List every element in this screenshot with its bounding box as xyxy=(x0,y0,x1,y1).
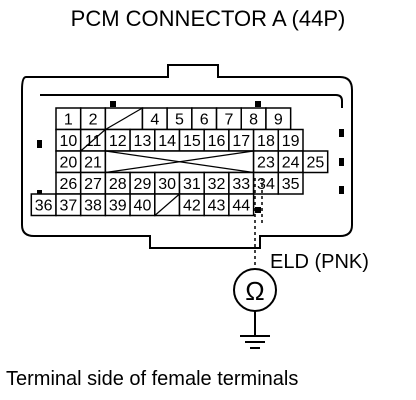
diagram-title: PCM CONNECTOR A (44P) xyxy=(70,6,346,31)
terminal-number: 19 xyxy=(282,133,300,150)
terminal-number: 23 xyxy=(257,155,275,172)
locating-stud xyxy=(255,101,261,107)
terminal-number: 29 xyxy=(134,176,152,193)
ohm-symbol: Ω xyxy=(245,276,264,306)
locating-stud xyxy=(339,129,344,137)
terminal-number: 13 xyxy=(134,133,152,150)
terminal-number: 1 xyxy=(64,112,73,129)
terminal-number: 5 xyxy=(175,112,184,129)
terminal-number: 34 xyxy=(257,176,275,193)
terminal-number: 27 xyxy=(84,176,102,193)
blank-slash xyxy=(105,107,143,131)
locating-stud xyxy=(339,158,344,166)
terminal-number: 35 xyxy=(282,176,300,193)
terminal-number: 12 xyxy=(109,133,127,150)
terminal-number: 44 xyxy=(232,198,250,215)
terminal-number: 39 xyxy=(109,198,127,215)
terminal-number: 32 xyxy=(208,176,226,193)
locating-stud xyxy=(339,186,344,194)
terminal-number: 28 xyxy=(109,176,127,193)
terminal-number: 20 xyxy=(59,155,77,172)
terminal-number: 17 xyxy=(232,133,250,150)
terminal-number: 25 xyxy=(306,155,324,172)
terminal-number: 36 xyxy=(35,198,53,215)
terminal-number: 37 xyxy=(59,198,77,215)
blank-slash xyxy=(80,129,106,152)
terminal-number: 42 xyxy=(183,198,201,215)
terminal-number: 11 xyxy=(85,133,102,150)
connector-inner-rim xyxy=(40,94,343,108)
terminal-number: 8 xyxy=(249,112,258,129)
terminal-number: 40 xyxy=(134,198,152,215)
terminal-cavity xyxy=(302,150,329,174)
terminal-number: 30 xyxy=(158,176,176,193)
terminal-number: 31 xyxy=(183,176,201,193)
terminal-number: 7 xyxy=(224,112,233,129)
blank-slash xyxy=(154,193,180,216)
terminal-number: 33 xyxy=(232,176,250,193)
terminal-number: 43 xyxy=(208,198,226,215)
terminal-number: 10 xyxy=(59,133,77,150)
probe-label: ELD (PNK) xyxy=(270,251,369,273)
locating-stud xyxy=(255,207,261,213)
terminal-number: 6 xyxy=(200,112,209,129)
terminal-number: 9 xyxy=(274,112,283,129)
terminal-number: 4 xyxy=(150,112,159,129)
diagram-caption: Terminal side of female terminals xyxy=(6,368,299,390)
terminal-number: 21 xyxy=(84,155,102,172)
terminal-cavity xyxy=(277,171,304,195)
locating-stud xyxy=(110,101,116,107)
terminal-number: 14 xyxy=(158,133,176,150)
terminal-number: 26 xyxy=(59,176,77,193)
terminal-number: 2 xyxy=(89,112,98,129)
locating-stud xyxy=(37,140,42,148)
terminal-number: 38 xyxy=(84,198,102,215)
blank-slash xyxy=(105,150,254,174)
terminal-cavity xyxy=(228,193,255,217)
terminal-number: 16 xyxy=(208,133,226,150)
terminal-number: 15 xyxy=(183,133,201,150)
terminal-number: 18 xyxy=(257,133,275,150)
terminal-number: 24 xyxy=(282,155,300,172)
